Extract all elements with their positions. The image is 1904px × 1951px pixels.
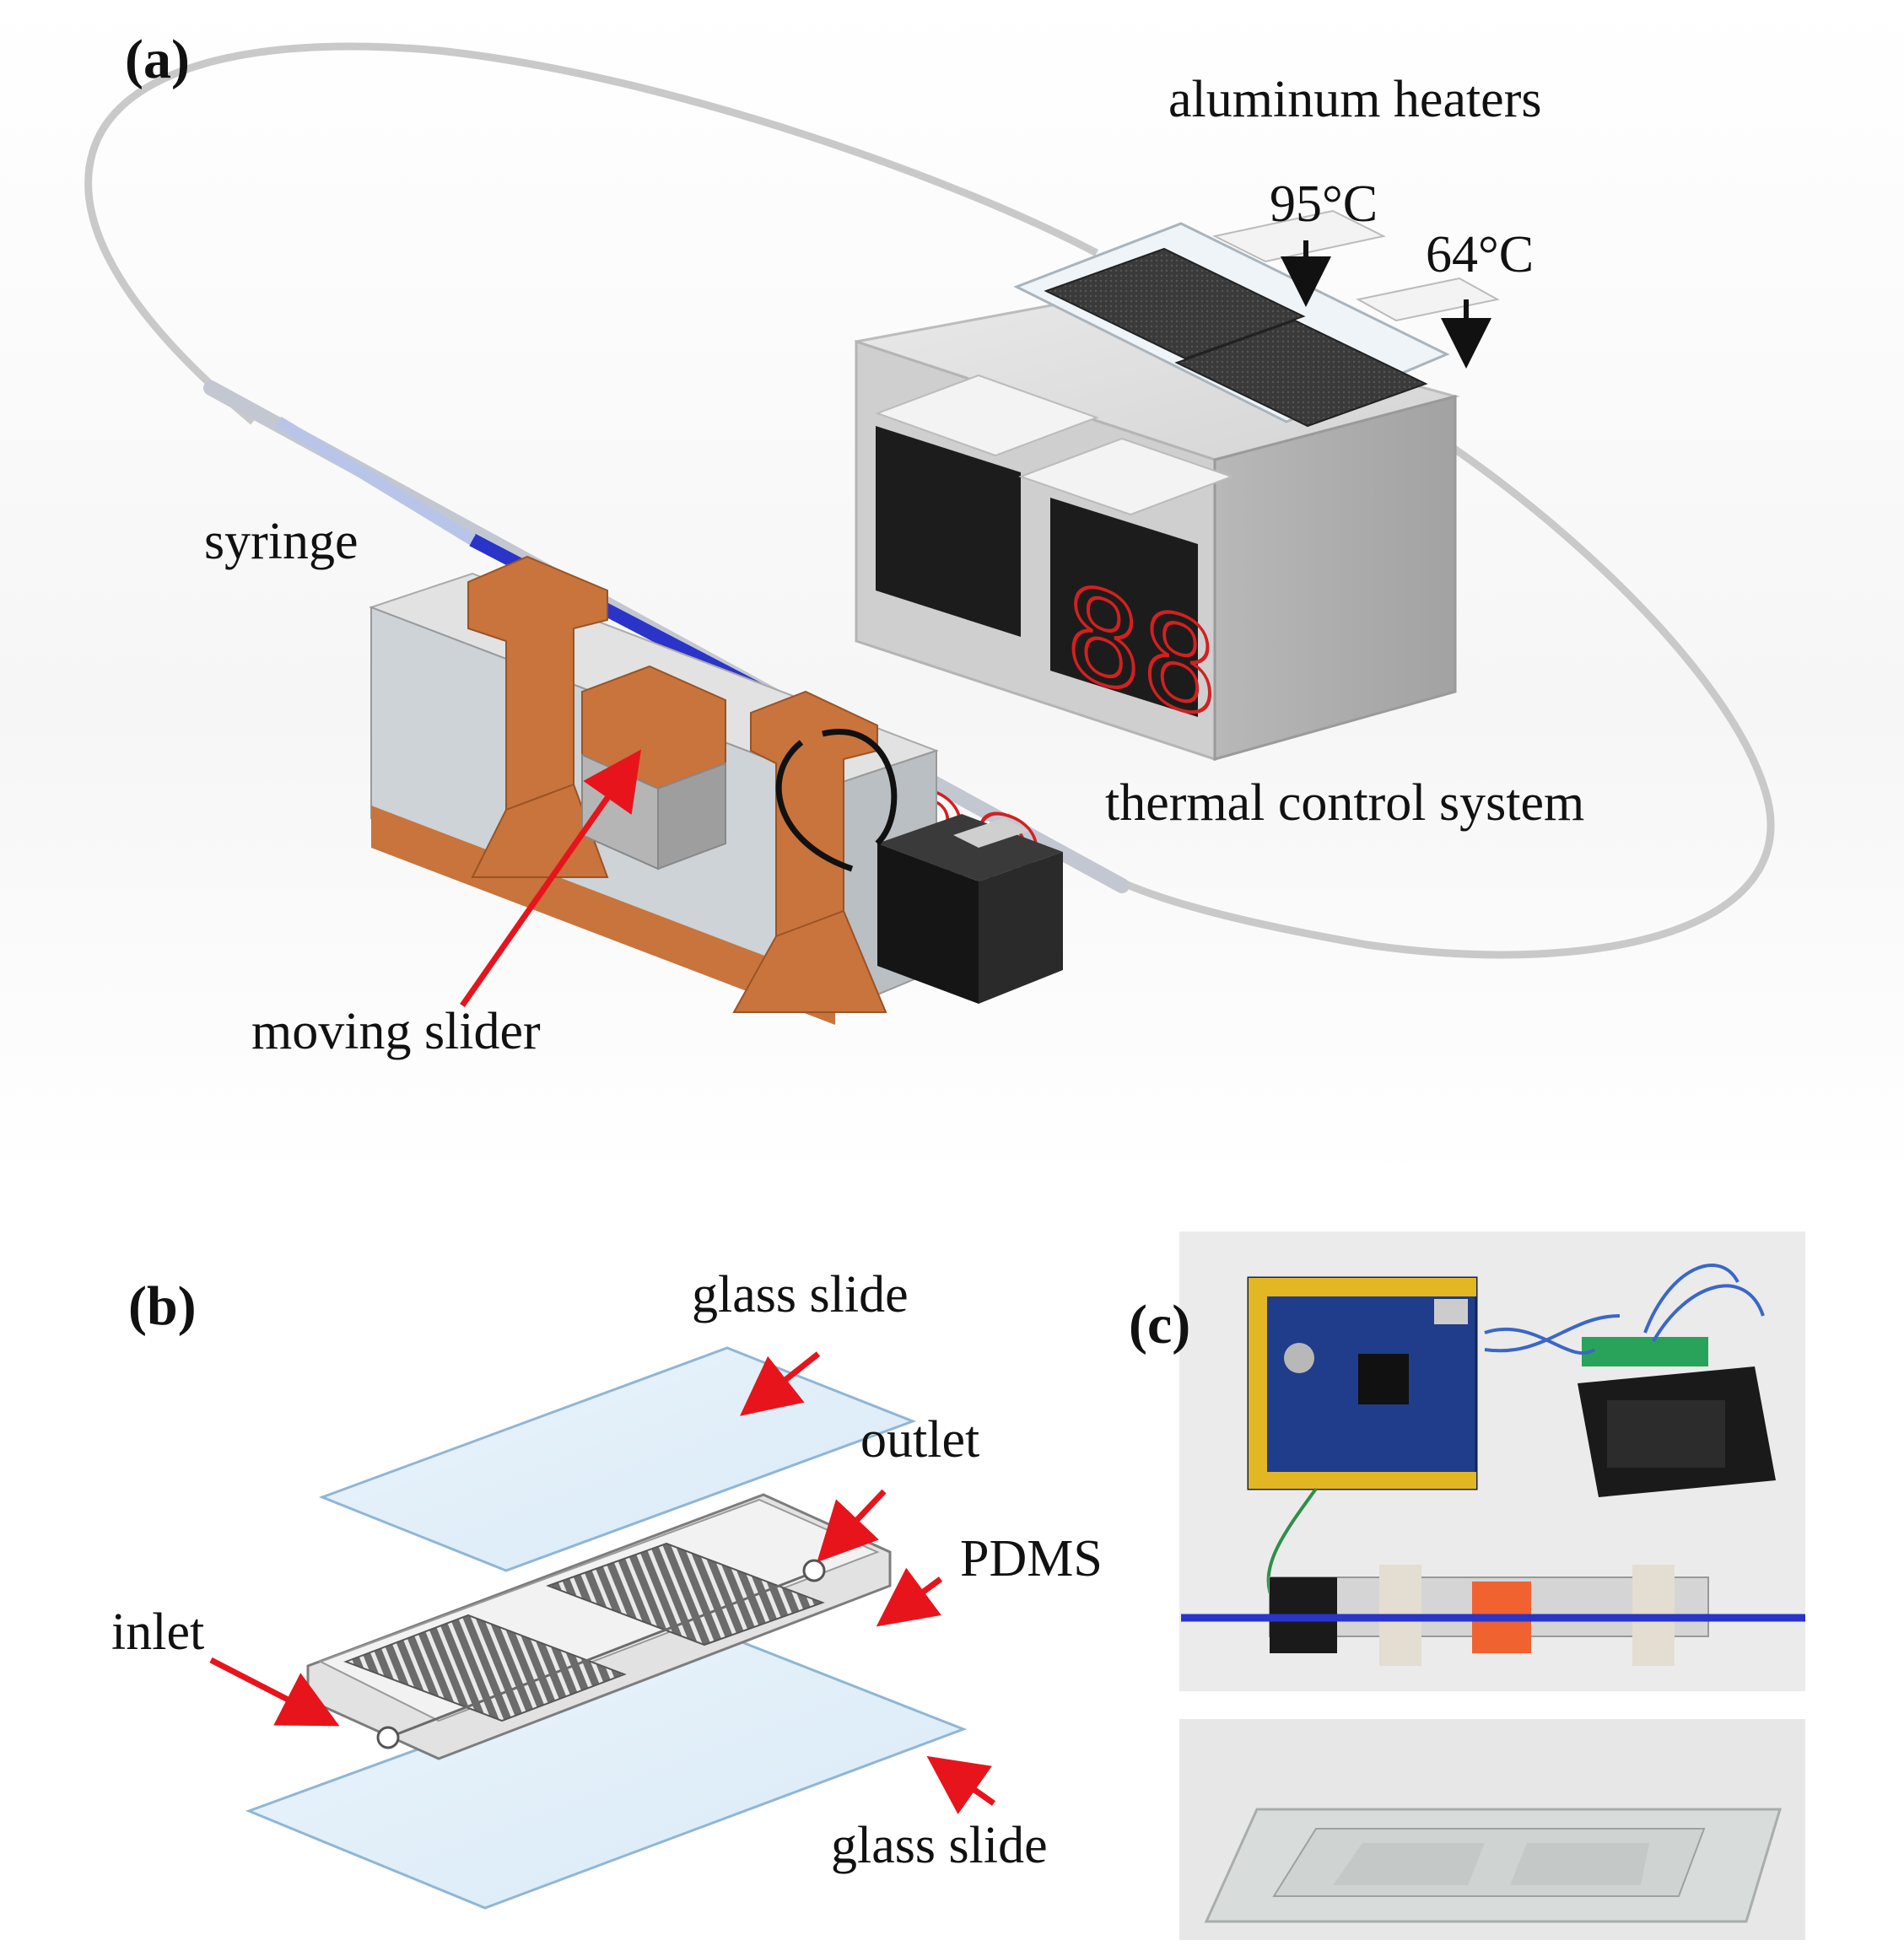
temperature-display-2: 88 [1050, 498, 1220, 752]
label-64c: 64°C [1426, 226, 1534, 283]
panel-b: (b) glass slide outlet PDMS inlet glass … [111, 1266, 1103, 1910]
pdms-chip [306, 1493, 892, 1760]
panel-label-a: (a) [125, 29, 190, 90]
stepper-motor [775, 729, 1063, 1004]
label-aluminum-heaters: aluminum heaters [1168, 71, 1541, 128]
photo-electronics [1179, 1232, 1805, 1691]
label-glass-slide-top: glass slide [692, 1266, 909, 1323]
channel-array-2 [546, 1542, 825, 1646]
plate-right-2 [1356, 277, 1500, 322]
arrow-outlet [817, 1489, 887, 1563]
wiring [1484, 1264, 1765, 1355]
panel-a: 88 88 [0, 0, 1904, 1181]
label-pdms: PDMS [960, 1530, 1103, 1587]
moving-slider [581, 665, 726, 870]
label-outlet: outlet [860, 1411, 979, 1469]
label-inlet: inlet [111, 1603, 204, 1661]
arrow-inlet [209, 1657, 340, 1727]
linear-stage-photo [1181, 1565, 1805, 1666]
label-syringe: syringe [204, 513, 359, 570]
panel-label-c: (c) [1129, 1294, 1190, 1355]
label-95c: 95°C [1270, 175, 1378, 233]
photo-chip [1179, 1719, 1805, 1940]
microcontroller-board [1247, 1276, 1478, 1490]
box-side [1213, 395, 1457, 761]
channel-array-1 [343, 1614, 627, 1722]
panel-c: (c) [1129, 1232, 1805, 1940]
motor-driver [1578, 1337, 1776, 1497]
arrow-glass-slide-top [740, 1351, 821, 1416]
label-moving-slider: moving slider [251, 1003, 541, 1060]
inlet-port [376, 1726, 400, 1749]
outlet-port [802, 1559, 826, 1582]
orange-frame-left [467, 555, 609, 878]
panel-label-b: (b) [128, 1275, 197, 1337]
aluminum-heater-64 [1174, 319, 1428, 428]
arrow-moving-slider [460, 749, 642, 1008]
plate-left-2 [1018, 437, 1234, 516]
main-channel [387, 1569, 819, 1739]
aluminum-heater-95 [1044, 247, 1306, 360]
tubing-loop [84, 42, 1775, 959]
plate-right-1 [1212, 209, 1386, 263]
plate-left-1 [875, 374, 1099, 457]
thermal-control-system: 88 88 [855, 209, 1500, 954]
arrow-pdms [876, 1567, 943, 1627]
label-glass-slide-bottom: glass slide [831, 1817, 1048, 1874]
label-thermal-control-system: thermal control system [1105, 774, 1584, 832]
arrow-glass-slide-bottom [926, 1755, 996, 1814]
